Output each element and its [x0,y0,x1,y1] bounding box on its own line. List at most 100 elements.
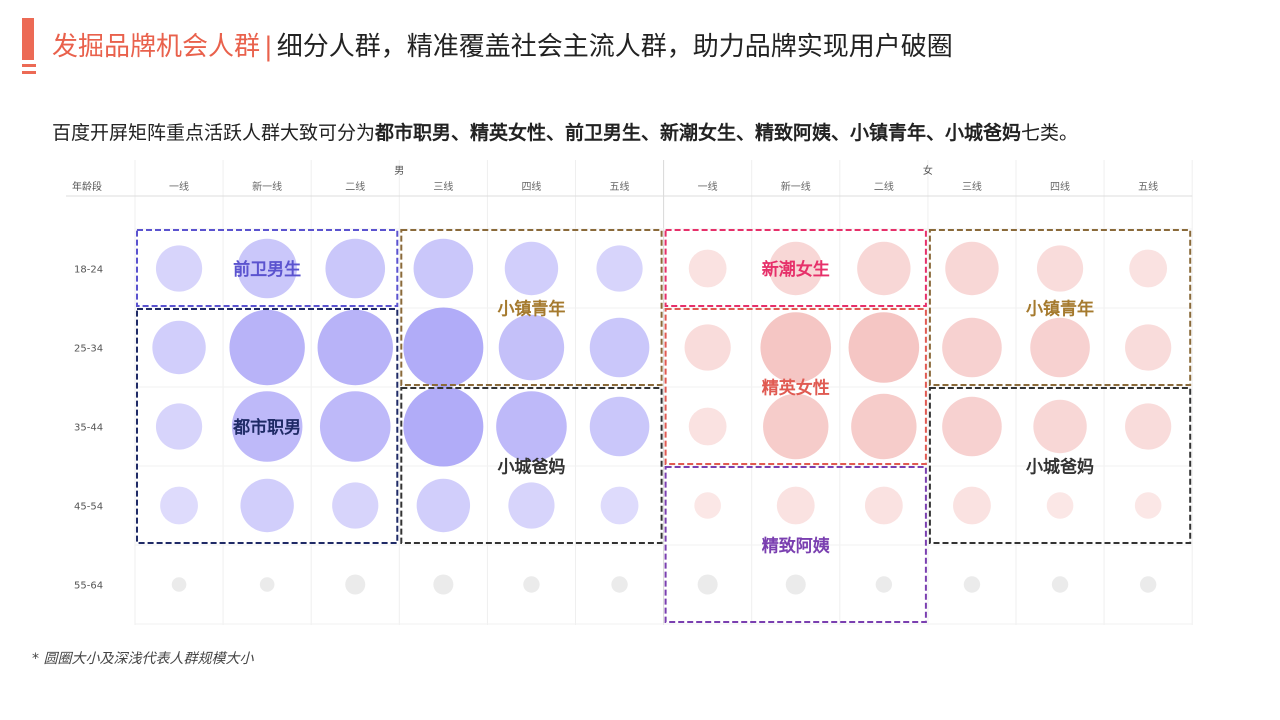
bubble [1046,492,1074,519]
segment-label: 都市职男 [232,417,301,438]
row-label: 55-64 [74,581,103,592]
bubble [317,309,393,386]
column-label: 一线 [169,180,189,193]
bubble [864,486,903,525]
bubble [171,577,187,592]
segment-box [400,387,663,544]
segment-box [928,229,1192,386]
row-label: 18-24 [74,265,103,276]
intro-segments: 都市职男、精英女性、前卫男生、新潮女生、精致阿姨、小镇青年、小城爸妈 [375,122,1022,144]
bubbles [152,238,1172,595]
bubble [416,478,471,533]
bubble [694,492,721,519]
bubble [589,396,650,457]
bubble [589,317,650,378]
bubble [611,576,628,593]
bubble [769,241,823,296]
intro-text: 百度开屏矩阵重点活跃人群大致可分为都市职男、精英女性、前卫男生、新潮女生、精致阿… [52,118,1078,145]
bubble [1033,399,1087,454]
segment-label: 前卫男生 [233,259,301,280]
title-accent-line [22,64,36,67]
title-accent-line [22,71,36,74]
column-label: 五线 [1138,180,1158,193]
segment-box [400,229,663,386]
segment-label: 精英女性 [762,378,830,399]
bubble [697,574,718,595]
bubble [152,320,206,375]
bubble [760,312,832,383]
column-label: 一线 [698,180,718,193]
column-label: 新一线 [781,180,811,193]
row-label: 35-44 [74,423,103,434]
bubble [498,314,565,381]
column-label: 新一线 [252,180,282,193]
bubble [688,249,727,288]
bubble [953,486,991,525]
bubble [504,241,559,296]
segment-label: 精致阿姨 [762,536,831,557]
bubble [851,393,917,460]
bubble [875,576,893,593]
bubble [1139,576,1157,593]
bubble [600,486,639,525]
segment-box [928,387,1192,544]
title-separator: | [264,32,273,62]
gender-group-label: 男 [394,165,404,177]
row-label: 45-54 [74,502,103,513]
bubble [155,403,203,450]
page-title: 发掘品牌机会人群|细分人群，精准覆盖社会主流人群，助力品牌实现用户破圈 [52,26,953,68]
bubble [403,307,484,388]
intro-prefix: 百度开屏矩阵重点活跃人群大致可分为 [52,122,376,144]
column-label: 四线 [521,180,541,193]
row-label: 25-34 [74,344,103,355]
column-label: 五线 [610,180,630,193]
bubble [1125,324,1172,371]
segment-label: 新潮女生 [762,259,830,280]
segment-label: 小镇青年 [497,299,565,320]
bubble [857,241,911,296]
bubble [763,393,829,460]
column-label: 四线 [1050,180,1070,193]
title-main: 发掘品牌机会人群 [52,32,261,62]
row-header-label: 年龄段 [72,180,102,193]
bubble [433,574,454,595]
bubble [684,324,731,371]
bubble [1030,317,1090,378]
segment-label: 小城爸妈 [497,457,565,478]
bubble [160,486,198,525]
column-label: 三线 [433,180,453,193]
bubble [237,238,297,299]
bubble [1036,245,1084,292]
bubble [596,245,643,292]
bubble [231,391,303,462]
segment-box [664,229,927,307]
bubble [942,396,1002,457]
bubble [1129,249,1168,288]
bubble [345,574,366,595]
intro-suffix: 七类。 [1021,122,1079,144]
bubble [1134,492,1162,519]
bubble [1051,576,1069,593]
column-label: 三线 [962,180,982,193]
gender-group-label: 女 [923,164,933,177]
bubble [155,245,203,292]
bubble [848,312,920,383]
bubble [963,576,981,593]
bubble [332,482,379,529]
segment-box [136,308,399,544]
bubble [508,482,555,529]
segment-label: 小城爸妈 [1026,457,1094,478]
bubble [403,386,484,467]
bubble [945,241,999,296]
bubble [1125,403,1172,450]
bubble [785,574,806,595]
segment-box [136,229,399,307]
bubble [776,486,815,525]
bubble [325,238,386,299]
bubble [229,309,305,386]
bubble [523,576,540,593]
title-accent-bar [22,18,34,60]
title-subtitle: 细分人群，精准覆盖社会主流人群，助力品牌实现用户破圈 [276,32,953,62]
bubble [496,391,567,462]
